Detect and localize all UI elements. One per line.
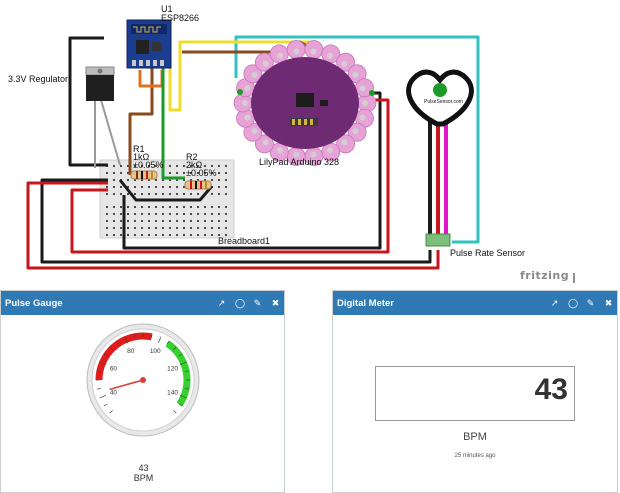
edit-icon[interactable]: ✎: [586, 297, 595, 308]
gauge-tick-label: 40: [110, 390, 118, 397]
wire-black-gnd-regulator: [68, 36, 108, 167]
pulse-gauge: 40 60 80 100 120 140: [86, 323, 200, 437]
gauge-tick-label: 140: [167, 390, 178, 397]
wire-red-vcc-left: [26, 181, 440, 270]
meter-value: 43: [534, 373, 568, 406]
r1-name: R1: [133, 144, 145, 154]
wire-green: [161, 68, 185, 180]
wire-gray-2: [100, 99, 121, 166]
gauge-tick-label: 80: [127, 348, 135, 355]
gauge-needle: [109, 379, 144, 391]
widget-header: Digital Meter ↗ ◯ ✎ ✖: [333, 291, 617, 315]
close-icon[interactable]: ✖: [604, 297, 613, 308]
gauge-unit: BPM: [133, 473, 154, 483]
pulse-gauge-widget: Pulse Gauge ↗ ◯ ✎ ✖ 40 60 80 100 120 140…: [0, 290, 285, 493]
pulse-sensor-label: Pulse Rate Sensor: [450, 248, 525, 258]
wire-brown: [128, 68, 154, 175]
lilypad-arduino: LilyPad Arduino 328: [233, 40, 377, 167]
gauge-red-band: [95, 332, 153, 381]
edit-icon[interactable]: ✎: [253, 297, 262, 308]
gauge-tick-label: 60: [110, 365, 118, 372]
gauge-tick-label: 120: [167, 365, 178, 372]
external-link-icon[interactable]: ↗: [217, 297, 226, 308]
voltage-regulator: 3.3V Regulator: [8, 66, 115, 101]
meter-unit: BPM: [463, 431, 487, 443]
wire-black-gnd-bottom: [40, 178, 432, 264]
close-icon[interactable]: ✖: [271, 297, 280, 308]
widget-title: Digital Meter: [337, 297, 395, 309]
meter-timestamp: 25 minutes ago: [454, 453, 496, 459]
sensor-brand: PulseSensor.com: [424, 99, 463, 105]
r1-value: 1kΩ: [133, 152, 150, 162]
widget-header: Pulse Gauge ↗ ◯ ✎ ✖: [1, 291, 284, 315]
resistor-r1: R1 1kΩ ±0.05%: [130, 144, 163, 180]
r2-value: 2kΩ: [186, 160, 203, 170]
wires: [26, 35, 480, 270]
wire-black-lilypad: [122, 91, 382, 250]
pulse-sensor: PulseSensor.com Pulse Rate Sensor: [406, 69, 525, 258]
r1-tolerance: ±0.05%: [133, 160, 163, 170]
esp-name-label: ESP8266: [161, 13, 199, 23]
r2-name: R2: [186, 152, 198, 162]
gauge-value: 43: [138, 463, 149, 473]
widget-title: Pulse Gauge: [5, 297, 63, 309]
meter-display: 43: [375, 366, 575, 421]
external-link-icon[interactable]: ↗: [550, 297, 559, 308]
resistor-r2: R2 2kΩ ±0.05%: [184, 152, 216, 190]
breadboard-label: Breadboard1: [218, 236, 270, 246]
wire-red-vcc-inner: [70, 98, 390, 254]
gauge-pivot: [140, 377, 146, 383]
circuit-diagram: U1 ESP8266 3.3V Regulator R1 1kΩ ±0.05% …: [8, 4, 575, 283]
r2-tolerance: ±0.05%: [186, 168, 216, 178]
esp8266-module: U1 ESP8266: [126, 4, 199, 69]
digital-meter-widget: Digital Meter ↗ ◯ ✎ ✖ 43 BPM 25 minutes …: [332, 290, 618, 493]
comment-icon[interactable]: ◯: [235, 297, 246, 308]
gauge-tick-label: 100: [150, 348, 161, 355]
fritzing-watermark: fritzing: [520, 269, 569, 282]
regulator-label: 3.3V Regulator: [8, 74, 68, 84]
comment-icon[interactable]: ◯: [568, 297, 579, 308]
esp-ref-label: U1: [161, 4, 173, 14]
lilypad-label: LilyPad Arduino 328: [259, 157, 339, 167]
wire-black-bb-diag: [118, 179, 214, 202]
